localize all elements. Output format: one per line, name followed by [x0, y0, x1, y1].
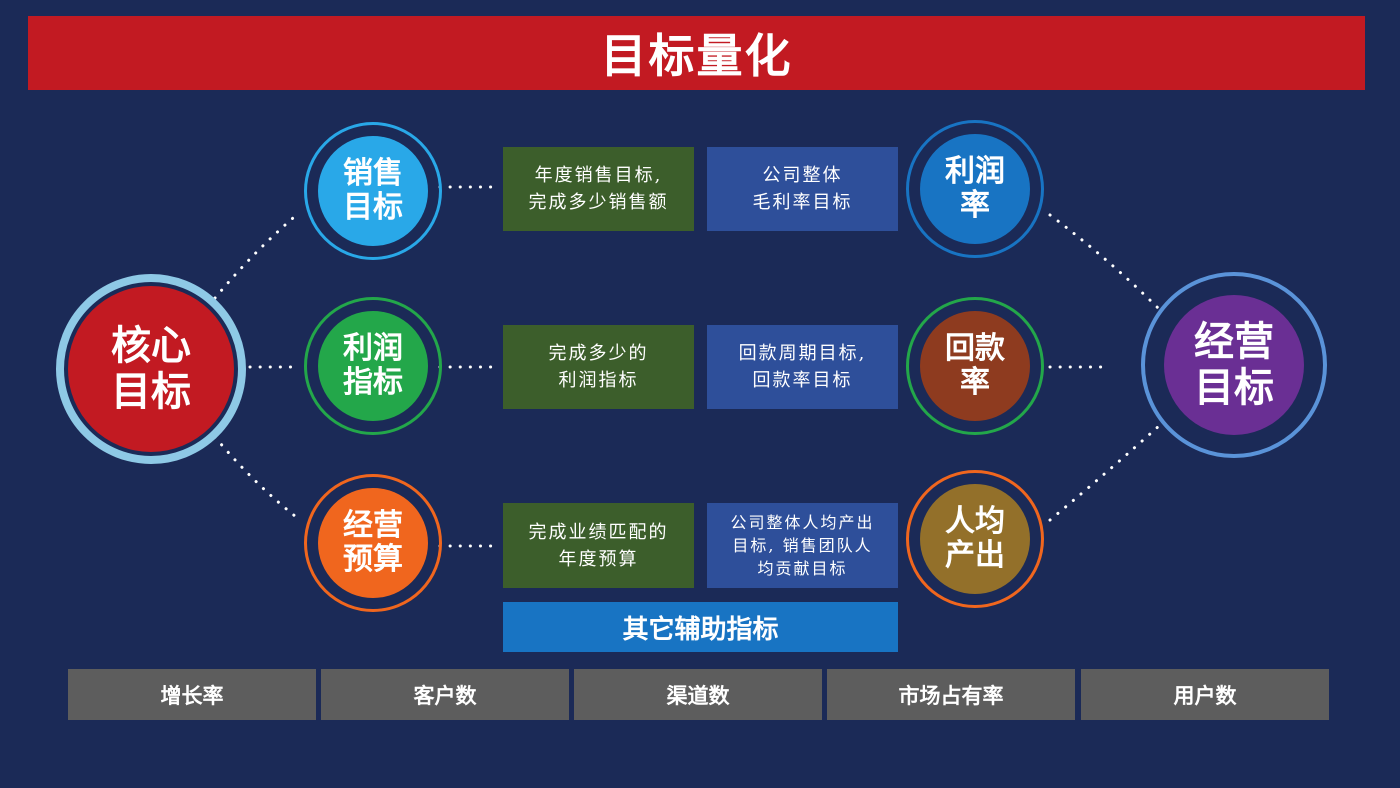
- auxiliary-metrics-header: 其它辅助指标: [503, 602, 898, 652]
- core-goal-node: 核心 目标: [56, 274, 246, 464]
- title-banner: 目标量化: [28, 16, 1365, 90]
- per-capita-output-node: 人均 产出: [906, 470, 1044, 608]
- operating-budget-label: 经营 预算: [318, 488, 428, 598]
- sales-target-label: 销售 目标: [318, 136, 428, 246]
- core-goal-label: 核心 目标: [68, 286, 234, 452]
- metric-customer-count: 客户数: [321, 669, 569, 720]
- connector-margin-goal: [1048, 213, 1162, 312]
- profit-margin-node: 利润 率: [906, 120, 1044, 258]
- operating-budget-node: 经营 预算: [304, 474, 442, 612]
- budget-desc: 完成业绩匹配的 年度预算: [503, 503, 694, 588]
- metric-channel-count: 渠道数: [574, 669, 822, 720]
- metric-market-share: 市场占有率: [827, 669, 1075, 720]
- per-capita-output-label: 人均 产出: [920, 484, 1030, 594]
- profit-margin-label: 利润 率: [920, 134, 1030, 244]
- core-goal-ring: [56, 274, 246, 464]
- business-goal-node: 经营 目标: [1141, 272, 1327, 458]
- connector-output-goal: [1048, 423, 1162, 522]
- metric-growth-rate: 增长率: [68, 669, 316, 720]
- sales-target-desc: 年度销售目标, 完成多少销售额: [503, 147, 694, 231]
- connector-core-sales: [213, 210, 302, 300]
- sales-target-node: 销售 目标: [304, 122, 442, 260]
- profit-index-desc: 完成多少的 利润指标: [503, 325, 694, 409]
- collection-rate-label: 回款 率: [920, 311, 1030, 421]
- metric-user-count: 用户数: [1081, 669, 1329, 720]
- connector-core-budget: [213, 435, 302, 522]
- profit-index-label: 利润 指标: [318, 311, 428, 421]
- profit-index-node: 利润 指标: [304, 297, 442, 435]
- collection-rate-node: 回款 率: [906, 297, 1044, 435]
- margin-desc: 公司整体 毛利率目标: [707, 147, 898, 231]
- collection-desc: 回款周期目标, 回款率目标: [707, 325, 898, 409]
- per-capita-desc: 公司整体人均产出 目标, 销售团队人 均贡献目标: [707, 503, 898, 588]
- business-goal-label: 经营 目标: [1164, 295, 1304, 435]
- page-title: 目标量化: [600, 29, 793, 83]
